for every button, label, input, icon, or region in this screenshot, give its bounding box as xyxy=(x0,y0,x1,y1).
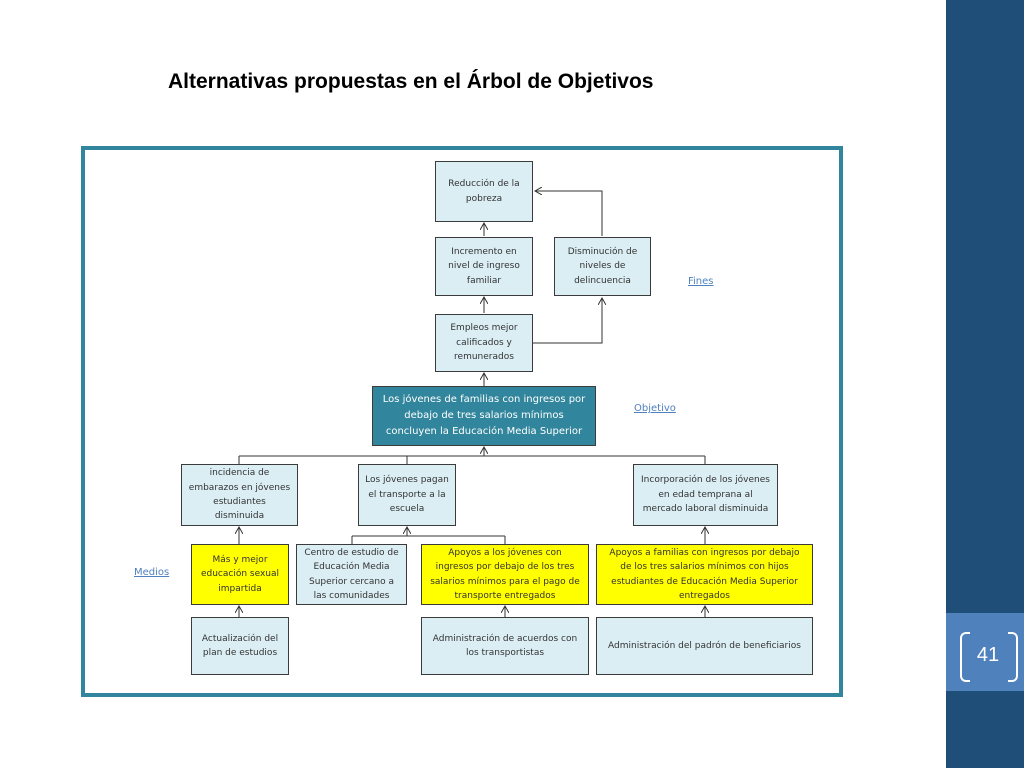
right-bracket-icon xyxy=(1008,632,1018,682)
box-disminucion-delincuencia: Disminución de niveles de delincuencia xyxy=(554,237,651,296)
box-educacion-sexual: Más y mejor educación sexual impartida xyxy=(191,544,289,605)
box-actualizacion-plan: Actualización del plan de estudios xyxy=(191,617,289,675)
box-centro-estudio: Centro de estudio de Educación Media Sup… xyxy=(296,544,407,605)
label-fines: Fines xyxy=(688,276,714,287)
slide-title: Alternativas propuestas en el Árbol de O… xyxy=(168,70,654,93)
page-number: 41 xyxy=(976,644,1000,666)
box-incorporacion-laboral: Incorporación de los jóvenes en edad tem… xyxy=(633,464,778,526)
box-apoyos-jovenes: Apoyos a los jóvenes con ingresos por de… xyxy=(421,544,589,605)
box-incidencia-embarazos: incidencia de embarazos en jóvenes estud… xyxy=(181,464,298,526)
box-reduccion-pobreza: Reducción de la pobreza xyxy=(435,161,533,222)
box-jovenes-transporte: Los jóvenes pagan el transporte a la esc… xyxy=(358,464,456,526)
box-apoyos-familias: Apoyos a familias con ingresos por debaj… xyxy=(596,544,813,605)
box-administracion-padron: Administración del padrón de beneficiari… xyxy=(596,617,813,675)
box-objetivo: Los jóvenes de familias con ingresos por… xyxy=(372,386,596,446)
label-medios: Medios xyxy=(134,567,170,578)
box-incremento-ingreso: Incremento en nivel de ingreso familiar xyxy=(435,237,533,296)
left-bracket-icon xyxy=(960,632,970,682)
label-objetivo: Objetivo xyxy=(634,403,676,414)
box-administracion-acuerdos: Administración de acuerdos con los trans… xyxy=(421,617,589,675)
box-empleos: Empleos mejor calificados y remunerados xyxy=(435,314,533,372)
